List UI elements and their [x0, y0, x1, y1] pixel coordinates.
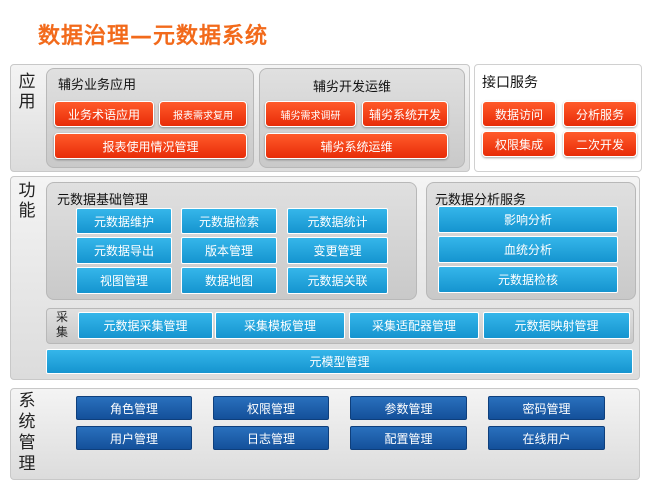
meta-basic-item-3[interactable]: 元数据统计 — [287, 208, 388, 234]
dev-ops-button-2[interactable]: 辅劣系统开发 — [362, 101, 448, 127]
meta-basic-item-7[interactable]: 视图管理 — [76, 267, 172, 294]
page-title: 数据治理—元数据系统 — [38, 24, 269, 49]
meta-analysis-item-3[interactable]: 元数据检核 — [438, 266, 618, 293]
meta-basic-item-2[interactable]: 元数据检索 — [181, 208, 277, 234]
meta-analysis-item-1[interactable]: 影响分析 — [438, 206, 618, 233]
dev-ops-button-3[interactable]: 辅劣系统运维 — [265, 133, 448, 159]
sys-item-permission[interactable]: 权限管理 — [213, 396, 329, 420]
meta-basic-item-8[interactable]: 数据地图 — [181, 267, 277, 294]
meta-analysis-title: 元数据分析服务 — [435, 193, 527, 208]
sys-layer-label: 系 统 管 理 — [18, 391, 36, 474]
meta-model-button[interactable]: 元模型管理 — [46, 349, 633, 374]
api-service-button-2[interactable]: 分析服务 — [563, 101, 637, 127]
func-layer-label: 功 能 — [18, 181, 36, 221]
sys-item-user[interactable]: 用户管理 — [76, 426, 192, 450]
collect-label: 采 集 — [55, 310, 68, 339]
meta-basic-item-1[interactable]: 元数据维护 — [76, 208, 172, 234]
collect-item-4[interactable]: 元数据映射管理 — [483, 312, 630, 339]
sys-item-role[interactable]: 角色管理 — [76, 396, 192, 420]
meta-basic-item-5[interactable]: 版本管理 — [181, 237, 277, 264]
api-service-title: 接口服务 — [482, 75, 538, 91]
sys-item-online-user[interactable]: 在线用户 — [488, 426, 605, 450]
sys-item-config[interactable]: 配置管理 — [350, 426, 467, 450]
api-service-button-1[interactable]: 数据访问 — [482, 101, 556, 127]
meta-basic-item-4[interactable]: 元数据导出 — [76, 237, 172, 264]
api-service-button-3[interactable]: 权限集成 — [482, 131, 556, 157]
api-service-button-4[interactable]: 二次开发 — [563, 131, 637, 157]
collect-item-2[interactable]: 采集模板管理 — [215, 312, 345, 339]
biz-app-title: 辅劣业务应用 — [58, 78, 137, 93]
app-layer-label: 应 用 — [18, 72, 36, 112]
meta-analysis-item-2[interactable]: 血统分析 — [438, 236, 618, 263]
dev-ops-title: 辅劣开发运维 — [313, 80, 392, 95]
sys-item-parameter[interactable]: 参数管理 — [350, 396, 467, 420]
sys-item-password[interactable]: 密码管理 — [488, 396, 605, 420]
sys-item-log[interactable]: 日志管理 — [213, 426, 329, 450]
collect-item-1[interactable]: 元数据采集管理 — [78, 312, 213, 339]
collect-item-3[interactable]: 采集适配器管理 — [349, 312, 479, 339]
meta-basic-title: 元数据基础管理 — [57, 193, 149, 208]
dev-ops-button-1[interactable]: 辅劣需求调研 — [265, 101, 356, 127]
biz-app-button-1[interactable]: 业务术语应用 — [54, 101, 154, 127]
meta-basic-item-6[interactable]: 变更管理 — [287, 237, 388, 264]
biz-app-button-3[interactable]: 报表使用情况管理 — [54, 133, 247, 159]
meta-basic-item-9[interactable]: 元数据关联 — [287, 267, 388, 294]
biz-app-button-2[interactable]: 报表需求复用 — [159, 101, 247, 127]
